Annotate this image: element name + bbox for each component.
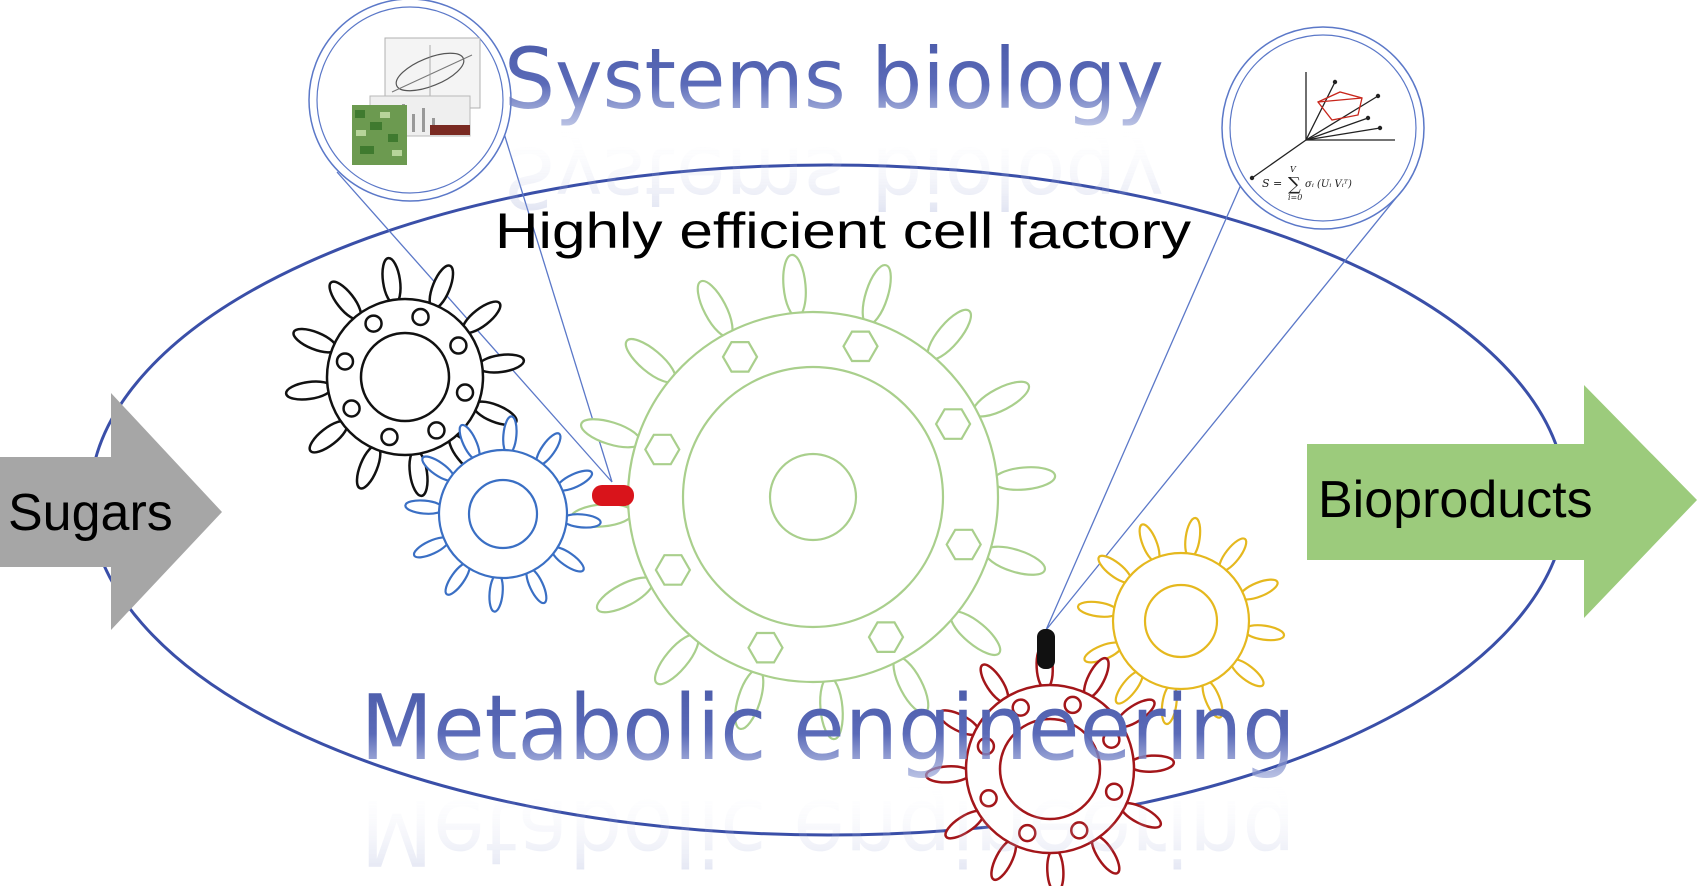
gear-hole [380,427,399,447]
gear-hub [359,331,451,423]
red-connector [592,485,634,506]
gear-hub [998,717,1102,821]
gear-hub [467,478,539,550]
gear-hole [747,631,784,664]
gear-core [768,452,858,542]
gear-hole [644,433,681,466]
gear-body [964,683,1136,855]
gear-hole [1102,730,1121,749]
gear-hole [842,330,879,363]
metabolic-engineering-title: Metabolic engineering [361,676,1296,781]
gear-tooth [381,256,402,306]
gear-hole [1063,695,1082,715]
formula-lower: i=0 [1288,193,1302,202]
sugars-label: Sugars [8,484,173,542]
gear-green [569,253,1057,741]
gear-hole [364,314,383,333]
formula-sum: ∑ [1288,174,1301,195]
gear-hole [721,341,759,373]
metabolic-engineering-reflection: Metabolic engineering [361,779,1296,884]
gear-yellow [1076,516,1286,726]
gear-tooth [782,253,807,318]
gear-hole [1018,823,1037,843]
gear-hole [1104,782,1124,801]
gear-hole [979,789,998,808]
gear-body [1111,551,1251,691]
gear-hole [411,307,430,327]
gear-hole [654,554,692,586]
gear-hole [1070,821,1089,840]
gear-body [437,448,569,580]
gear-hole [427,421,446,440]
gear-hole [342,399,361,418]
bioproducts-label: Bioproducts [1318,471,1593,529]
gear-hub [681,365,945,629]
gear-hole [449,336,468,355]
cell-factory-label: Highly efficient cell factory [495,203,1191,259]
systems-biology-title: Systems biology [504,30,1164,128]
gear-hole [945,528,982,561]
formula-upper: V [1290,165,1297,174]
formula-lhs: S = [1262,177,1282,190]
left-inset-plots [308,0,512,202]
black-connector [1037,629,1055,669]
gear-hole [934,408,972,440]
gear-hole [455,383,475,402]
gear-blue [404,415,602,613]
gear-tooth [992,466,1057,491]
formula-rhs: σᵢ (Uᵢ Vᵢᵀ) [1305,179,1352,190]
gear-body [325,297,485,457]
systems-biology-reflection: Systems biology [504,128,1164,226]
gear-tooth [284,380,334,401]
gear-hub [1143,583,1219,659]
bioproducts-arrow [1307,385,1697,618]
gear-hole [1011,698,1030,717]
gear-red [924,643,1176,886]
gear-black [284,256,526,498]
right-inset-vectors: S = ∑ V i=0 σᵢ (Uᵢ Vᵢᵀ) [1221,26,1425,230]
gear-tooth [476,353,526,374]
sugars-arrow [0,393,222,630]
gear-hole [867,621,905,654]
gear-hole [335,352,355,371]
gear-hole [976,737,996,756]
